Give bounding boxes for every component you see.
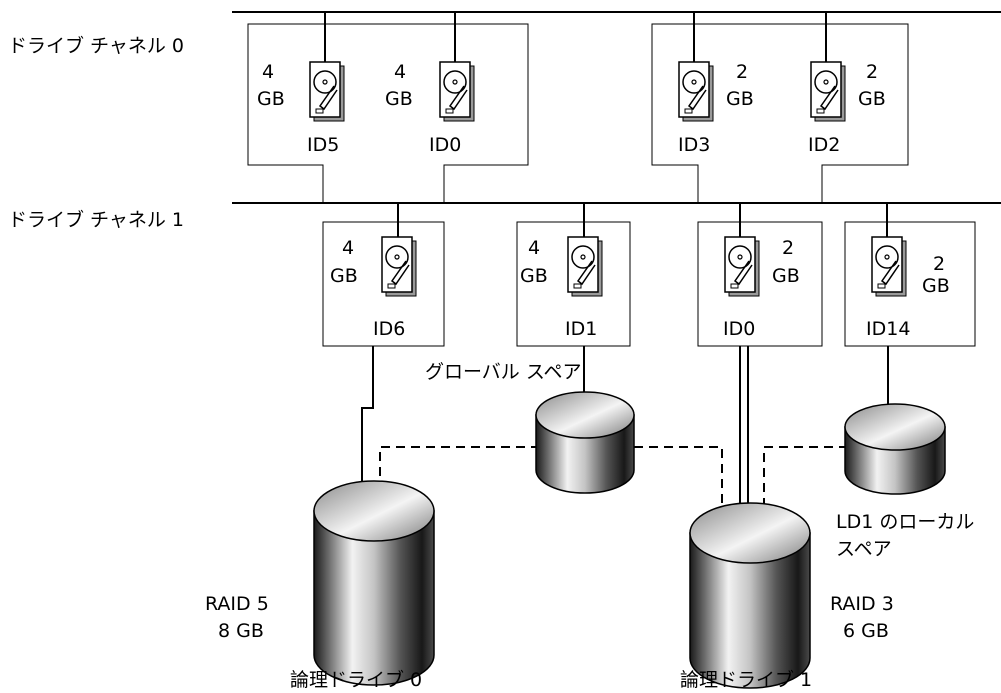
raid3-level-label: RAID 3 (830, 593, 894, 615)
drive-ch1-id0-id: ID0 (723, 318, 755, 340)
raid5-size-label: 8 GB (218, 620, 264, 642)
drive-ch0-id0-size-unit: GB (385, 88, 413, 110)
global-spare-enclosure (516, 221, 631, 347)
raid3-size-label: 6 GB (843, 620, 889, 642)
drive-id6-size-num: 4 (342, 237, 354, 259)
drive-ch0-id0-size-num: 4 (394, 61, 406, 83)
drive-id6-size-unit: GB (330, 265, 358, 287)
global-spare-cylinder (535, 391, 635, 494)
raid5-logical-drive-cylinder (313, 480, 435, 686)
hard-disk-icon (871, 236, 907, 297)
hard-disk-icon (439, 61, 475, 122)
local-spare-label-line2: スペア (836, 538, 892, 560)
channel-0-label: ドライブ チャネル 0 (8, 34, 184, 57)
drive-id5-size-num: 4 (262, 61, 274, 83)
bus-drops (324, 12, 888, 237)
raid3-ch0-enclosure (651, 23, 909, 203)
id6-to-raid5 (361, 346, 374, 485)
local-spare-enclosure (844, 221, 976, 347)
raid3-logical-drive-cylinder (689, 502, 811, 689)
drive-id2-id: ID2 (808, 134, 840, 156)
global-spare-to-raid5 (379, 446, 540, 485)
drive-id1-id: ID1 (565, 318, 597, 340)
drive-id3-size-num: 2 (736, 61, 748, 83)
drive-id3-size-unit: GB (726, 88, 754, 110)
drive-ch0-id0-id: ID0 (429, 134, 461, 156)
hard-disk-icon (381, 236, 417, 297)
drive-id14-size-unit: GB (922, 275, 950, 297)
drive-id14-id: ID14 (866, 318, 910, 340)
enclosure-outlines (247, 23, 976, 347)
logical-drive-0-label: 論理ドライブ 0 (290, 668, 422, 691)
solid-connections (361, 346, 889, 510)
local-spare-label-line1: LD1 のローカル (836, 511, 974, 533)
dashed-spare-connections (379, 446, 848, 510)
drive-id2-size-unit: GB (858, 88, 886, 110)
drive-id5-size-unit: GB (257, 88, 285, 110)
channel-1-label: ドライブ チャネル 1 (8, 208, 184, 231)
drive-ch1-id0-size-num: 2 (782, 237, 794, 259)
drive-ch1-id0-size-unit: GB (772, 265, 800, 287)
hard-disk-icon (567, 236, 603, 297)
raid3-ch1-enclosure (697, 221, 823, 347)
logical-drive-1-label: 論理ドライブ 1 (680, 668, 812, 691)
drive-id1-size-num: 4 (528, 237, 540, 259)
hard-disk-icon (810, 61, 846, 122)
drive-id14-size-num: 2 (933, 253, 945, 275)
drive-icons (309, 61, 907, 297)
hard-disk-icon (309, 61, 345, 122)
hard-disk-icon (678, 61, 714, 122)
local-spare-to-raid3 (763, 446, 848, 510)
raid5-ch1-enclosure (322, 221, 445, 347)
drive-id2-size-num: 2 (866, 61, 878, 83)
drive-id5-id: ID5 (307, 134, 339, 156)
global-spare-to-raid3 (634, 446, 723, 510)
global-spare-label: グローバル スペア (425, 361, 582, 383)
drive-labels: 4 GB ID5 4 GB ID0 2 GB ID3 2 GB ID2 4 GB… (257, 61, 950, 340)
drive-id3-id: ID3 (678, 134, 710, 156)
local-spare-cylinder (844, 403, 946, 495)
drive-id6-id: ID6 (373, 318, 405, 340)
raid5-ch0-enclosure (247, 23, 529, 203)
drive-id1-size-unit: GB (520, 265, 548, 287)
raid5-level-label: RAID 5 (205, 593, 269, 615)
hard-disk-icon (724, 236, 760, 297)
